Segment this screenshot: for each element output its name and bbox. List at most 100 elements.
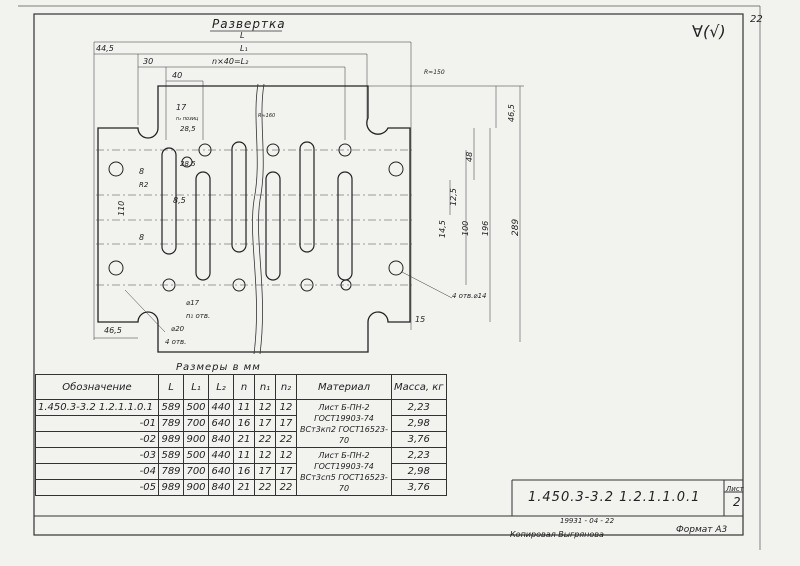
cell-L2: 840 [208,431,234,448]
slot [161,147,177,255]
dim-n40: n×40=L₂ [212,57,249,66]
slot [299,141,315,253]
cell-L1: 700 [183,463,209,480]
col-mass: Масса, кг [391,374,447,400]
cell-mass: 2,98 [391,463,447,480]
cell-n2: 17 [275,463,297,480]
cell-L2: 640 [208,463,234,480]
table-title: Размеры в мм [176,362,261,373]
cell-n2: 22 [275,479,297,496]
dim-30: 30 [143,57,153,66]
dim-110: 110 [117,201,126,216]
cell-L2: 640 [208,415,234,432]
cell-n1: 17 [254,415,276,432]
col-n1: n₁ [254,374,276,400]
roughness-mark: ∀(√) [692,22,726,41]
cell-L: 589 [158,399,184,416]
cell-n: 11 [233,399,255,416]
dim-d20: ⌀20 [171,325,185,333]
dim-holes-14: 4 отв.⌀14 [452,292,487,300]
holes [108,143,404,292]
col-L1: L₁ [183,374,209,400]
leader-d20 [124,289,166,333]
table-row: 1.450.3-3.2 1.2.1.1.0.1 589 500 440 11 1… [35,399,447,448]
cell-designation: -01 [35,415,159,432]
col-designation: Обозначение [35,374,159,400]
cell-n2: 12 [275,447,297,464]
sheet-frame [33,13,744,536]
slots [161,141,353,281]
dim-46-5b: 46,5 [104,326,122,335]
break-line-2 [258,83,265,355]
cell-n1: 12 [254,399,276,416]
cell-n1: 12 [254,447,276,464]
cell-L1: 700 [183,415,209,432]
col-L: L [158,374,184,400]
cell-mass: 2,98 [391,415,447,432]
col-material: Материал [296,374,392,400]
dim-17: 17 [176,103,187,112]
dim-196: 196 [481,221,490,236]
cell-material-1: Лист Б-ПН-2 ГОСТ19903-74 ВСт3кп2 ГОСТ165… [296,399,392,448]
col-n: n [233,374,255,400]
table-row: -01 789 700 640 16 17 17 2,98 [35,415,447,432]
cell-n: 21 [233,431,255,448]
dim-46-5: 46,5 [507,104,516,122]
date-stamp: 19931 - 04 - 22 [560,517,615,525]
sheet-number: 2 [733,495,741,509]
cell-L1: 500 [183,447,209,464]
extension-lines [93,42,412,340]
cell-n: 16 [233,463,255,480]
dim-8a: 8 [139,167,144,176]
dim-holes-4: 4 отв. [165,338,186,346]
dim-28-5b: 28,5 [180,160,196,168]
sheet-label: Лист [726,485,744,493]
right-dim-lines [368,85,524,342]
dim-14-5: 14,5 [438,220,447,238]
cell-mass: 3,76 [391,431,447,448]
table-header-row: Обозначение L L₁ L₂ n n₁ n₂ Материал Мас… [35,374,447,400]
document-code: 1.450.3-3.2 1.2.1.1.0.1 [528,490,701,505]
table-row: -02 989 900 840 21 22 22 3,76 [35,431,447,448]
centerlines [96,149,412,286]
plate-outline [97,85,411,353]
cell-L: 789 [158,463,184,480]
cell-n: 21 [233,479,255,496]
dim-n1-holes: n₁ отв. [186,312,210,320]
dimensions-table: Обозначение L L₁ L₂ n n₁ n₂ Материал Мас… [35,374,447,496]
cell-n: 11 [233,447,255,464]
sheet-format: Формат А3 [676,525,728,535]
cell-L: 989 [158,431,184,448]
leader-holes-14 [401,271,453,299]
cell-n2: 12 [275,399,297,416]
dim-100: 100 [461,221,470,236]
cell-designation: 1.450.3-3.2 1.2.1.1.0.1 [35,399,159,416]
copied-by: Копировал Выгрянова [510,530,604,539]
cell-designation: -04 [35,463,159,480]
dim-15: 15 [415,315,425,324]
dim-28-5a: 28,5 [180,125,196,133]
slot [195,171,211,281]
dim-R160: R≈160 [258,113,275,119]
cell-L: 589 [158,447,184,464]
cell-designation: -02 [35,431,159,448]
dim-48: 48 [465,152,474,162]
cell-L: 789 [158,415,184,432]
cell-mass: 2,23 [391,399,447,416]
dim-R2: R2 [139,181,149,189]
cell-n1: 22 [254,431,276,448]
break-line [252,83,259,355]
cell-L2: 440 [208,447,234,464]
dim-n2-label: n₂ позиц [176,116,199,122]
cell-n2: 22 [275,431,297,448]
table-row: -05 989 900 840 21 22 22 3,76 [35,479,447,496]
cell-L: 989 [158,479,184,496]
dim-12-5: 12,5 [449,188,458,206]
dim-R150: R≈150 [424,69,445,76]
cell-L2: 840 [208,479,234,496]
dim-8-5: 8,5 [173,196,186,205]
cell-material-2: Лист Б-ПН-2 ГОСТ19903-74 ВСт3сп5 ГОСТ165… [296,447,392,496]
dim-d17: ⌀17 [186,299,200,307]
cell-designation: -03 [35,447,159,464]
cell-n: 16 [233,415,255,432]
